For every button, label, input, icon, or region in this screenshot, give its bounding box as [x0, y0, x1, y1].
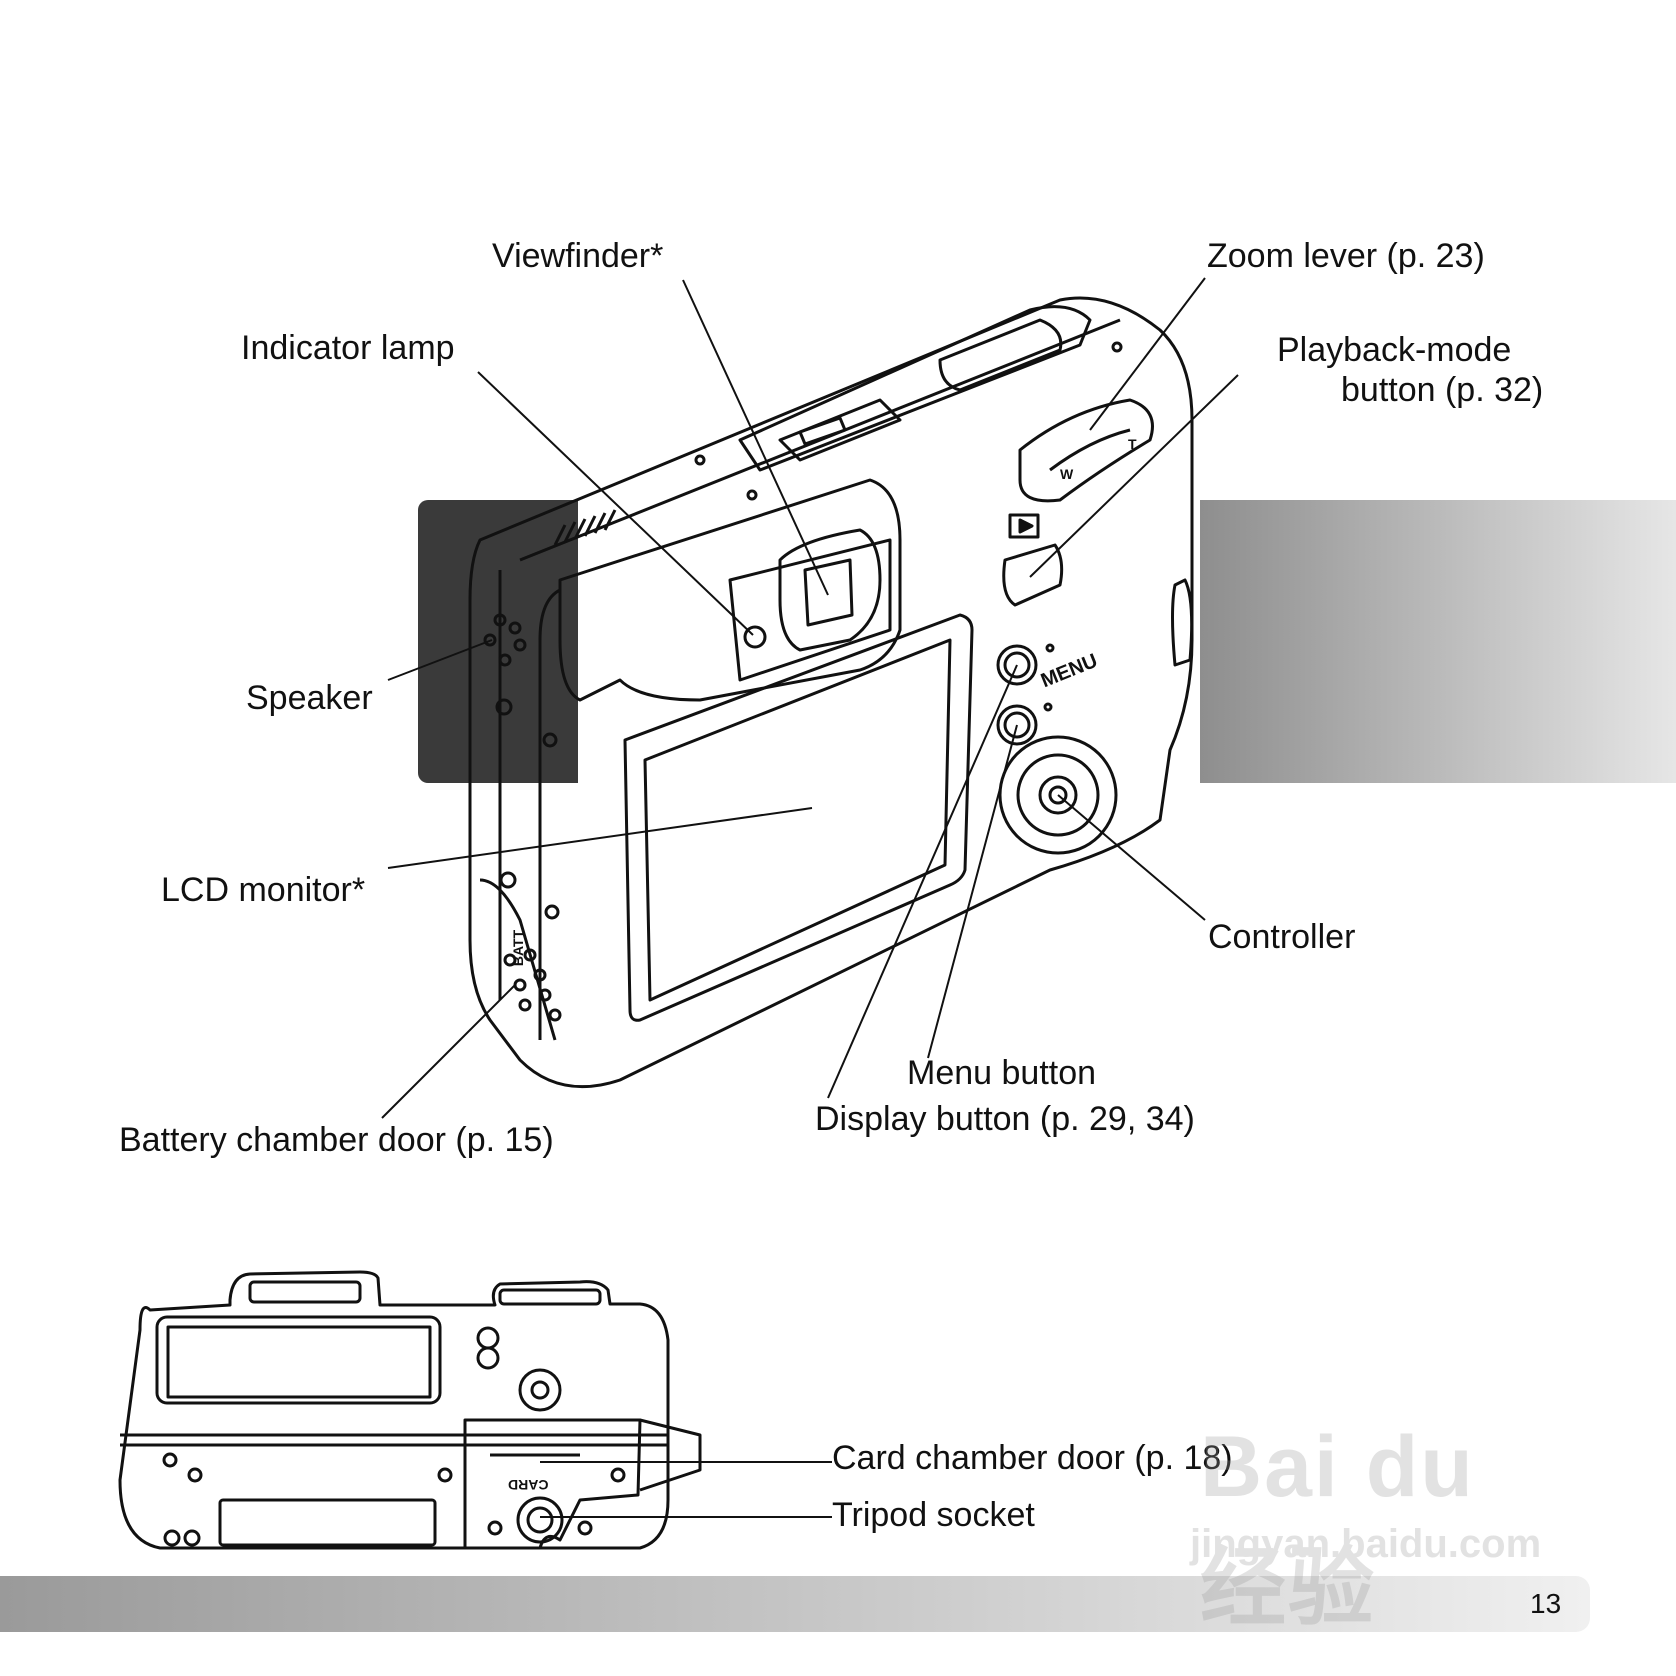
label-indicator-lamp: Indicator lamp: [241, 329, 455, 367]
zoom-lever: [1018, 398, 1154, 503]
playback-button: [1002, 543, 1064, 607]
lcd-monitor: [623, 613, 974, 1022]
display-button: [996, 644, 1038, 686]
controller: [998, 735, 1118, 855]
camera-body-outline: [468, 296, 1194, 1089]
label-tripod-socket: Tripod socket: [832, 1496, 1035, 1534]
tripod-socket-small: [516, 1496, 564, 1544]
footer-bar: [0, 1576, 1590, 1632]
menu-button: [996, 704, 1038, 746]
bottom-camera-view: [118, 1270, 702, 1550]
camera-batt-marking: BATT: [510, 929, 527, 967]
label-speaker: Speaker: [246, 679, 373, 717]
label-viewfinder: Viewfinder*: [492, 237, 664, 275]
label-display-button: Display button (p. 29, 34): [815, 1100, 1195, 1138]
label-battery-door: Battery chamber door (p. 15): [119, 1121, 554, 1159]
label-lcd-monitor: LCD monitor*: [161, 871, 366, 909]
gradient-header-band: [1200, 500, 1676, 783]
top-deck: [738, 305, 1092, 472]
label-zoom-lever: Zoom lever (p. 23): [1207, 237, 1485, 275]
camera-card-marking: CARD: [508, 1477, 549, 1493]
watermark: Bai du 经验 jingyan.baidu.com: [1190, 1410, 1580, 1636]
page-number: 13: [1530, 1588, 1562, 1619]
watermark-url: jingyan.baidu.com: [1190, 1522, 1542, 1566]
label-playback-line1: Playback-mode: [1277, 331, 1512, 369]
label-menu-button: Menu button: [907, 1054, 1097, 1092]
label-playback-line2: button (p. 32): [1341, 371, 1544, 409]
label-card-door: Card chamber door (p. 18): [832, 1439, 1233, 1477]
viewfinder-housing: [558, 478, 902, 702]
watermark-brand: Bai du 经验: [1200, 1419, 1475, 1636]
camera-t-marking: T: [1128, 436, 1137, 452]
label-controller: Controller: [1208, 918, 1356, 956]
camera-w-marking: W: [1060, 466, 1074, 482]
